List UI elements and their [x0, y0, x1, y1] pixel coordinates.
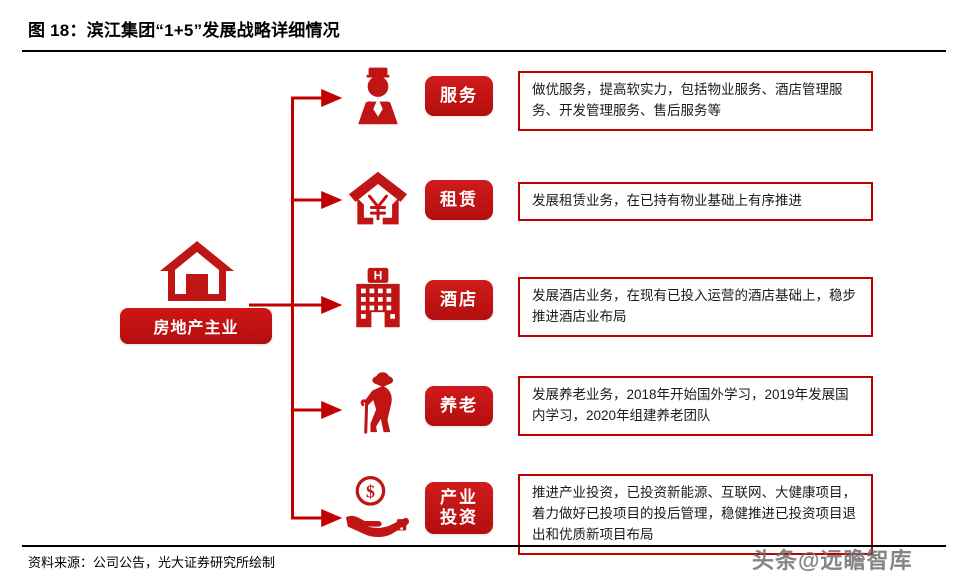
branch-row: H 酒店 发展酒店业务，在现有已投入运营的酒店基础上，稳步推进酒店业布局	[340, 265, 950, 341]
page-title: 图 18：滨江集团“1+5”发展战略详细情况	[28, 21, 340, 40]
root-node[interactable]: 房地产主业	[120, 238, 290, 353]
concierge-person-icon	[340, 62, 416, 133]
branch-row: 租赁 发展租赁业务，在已持有物业基础上有序推进	[340, 168, 950, 238]
source-divider	[22, 545, 946, 547]
category-badge[interactable]: 产业 投资	[425, 482, 493, 534]
description-box: 发展租赁业务，在已持有物业基础上有序推进	[518, 182, 873, 221]
category-badge[interactable]: 酒店	[425, 280, 493, 320]
root-label: 房地产主业	[120, 308, 272, 344]
description-box: 推进产业投资，已投资新能源、互联网、大健康项目，着力做好已投项目的投后管理，稳健…	[518, 474, 873, 555]
category-badge[interactable]: 服务	[425, 76, 493, 116]
svg-text:H: H	[374, 269, 383, 283]
branch-row: 服务 做优服务，提高软实力，包括物业服务、酒店管理服务、开发管理服务、售后服务等	[340, 62, 950, 138]
elderly-person-cane-icon	[340, 368, 416, 439]
description-box: 发展酒店业务，在现有已投入运营的酒店基础上，稳步推进酒店业布局	[518, 277, 873, 337]
branch-row: $ 产业 投资 推进产业投资，已投资新能源、互联网、大健康项目，着力做好已投项目…	[340, 472, 950, 555]
hand-holding-coin-icon: $	[340, 472, 416, 543]
hotel-building-icon: H	[340, 265, 416, 336]
category-badge[interactable]: 养老	[425, 386, 493, 426]
description-box: 做优服务，提高软实力，包括物业服务、酒店管理服务、开发管理服务、售后服务等	[518, 71, 873, 131]
source-note: 资料来源：公司公告，光大证券研究所绘制	[28, 555, 276, 570]
svg-text:$: $	[366, 481, 375, 501]
house-icon	[157, 238, 237, 304]
description-box: 发展养老业务，2018年开始国外学习，2019年发展国内学习，2020年组建养老…	[518, 376, 873, 436]
branch-row: 养老 发展养老业务，2018年开始国外学习，2019年发展国内学习，2020年组…	[340, 368, 950, 444]
house-with-yuan-icon	[340, 168, 416, 235]
watermark: 头条@远瞻智库	[752, 548, 913, 573]
category-badge[interactable]: 租赁	[425, 180, 493, 220]
title-divider	[22, 50, 946, 52]
